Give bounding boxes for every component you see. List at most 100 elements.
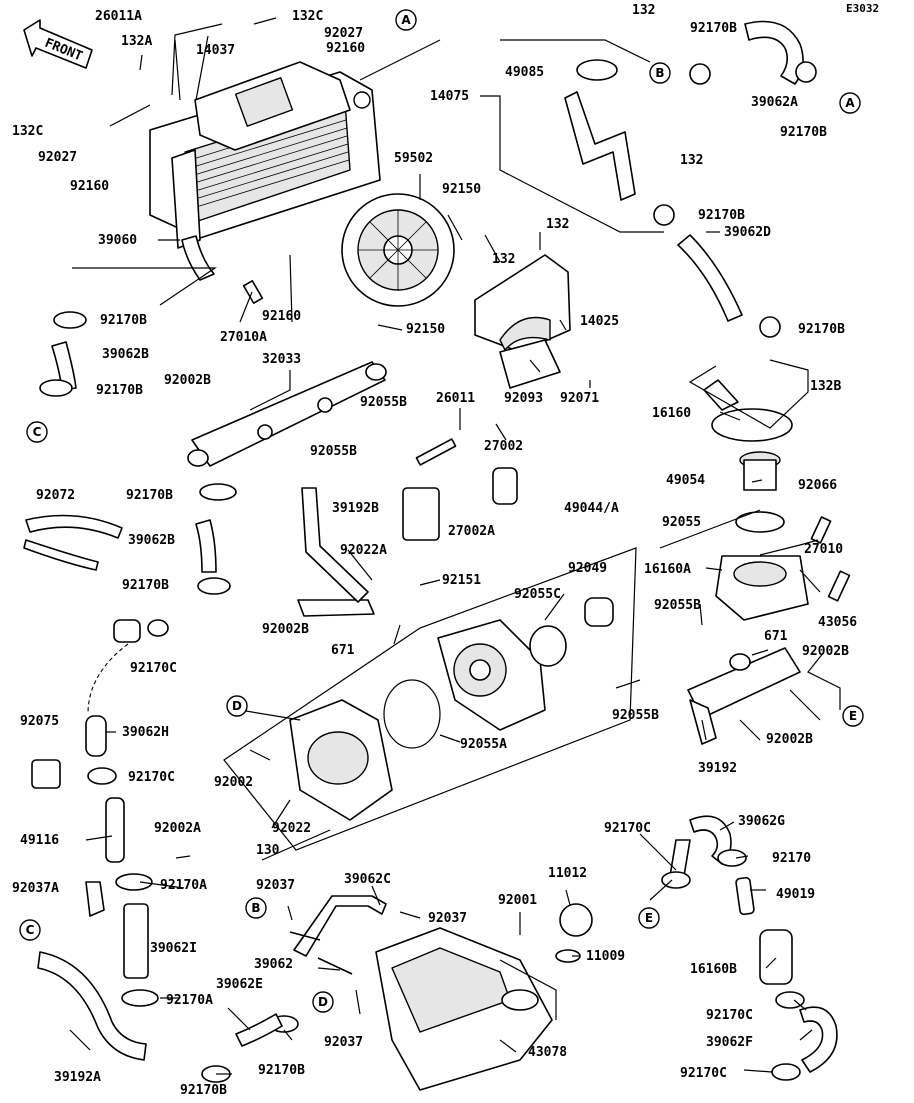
bypass-pipe-illustration (187, 361, 387, 467)
part-label: 132A (121, 34, 152, 49)
svg-text:A: A (401, 13, 411, 27)
upper-hose-illustration (564, 20, 817, 338)
part-label: 92170B (180, 1083, 227, 1098)
part-label: 132C (12, 124, 43, 139)
part-label: 92170C (680, 1066, 727, 1081)
part-label: 11009 (586, 949, 625, 964)
part-label: 92150 (406, 322, 445, 337)
part-label: 92151 (442, 573, 481, 588)
part-label: 92072 (36, 488, 75, 503)
callout-d-2: D (312, 991, 334, 1013)
part-label: 92170B (258, 1063, 305, 1078)
part-label: 92170B (96, 383, 143, 398)
thermostat-cover-illustration (703, 379, 809, 621)
svg-text:B: B (655, 66, 664, 80)
part-label: 14075 (430, 89, 469, 104)
part-label: 49085 (505, 65, 544, 80)
part-label: 92002B (802, 644, 849, 659)
part-label: 92055 (662, 515, 701, 530)
part-label: 92071 (560, 391, 599, 406)
part-label: 92170B (698, 208, 745, 223)
part-label: 16160B (690, 962, 737, 977)
front-arrow-icon: FRONT (23, 19, 93, 69)
callout-b-2: B (245, 897, 267, 919)
svg-text:B: B (251, 901, 260, 915)
callout-d-1: D (226, 695, 248, 717)
part-label: 92055B (360, 395, 407, 410)
svg-text:C: C (26, 923, 35, 937)
part-label: 92055B (654, 598, 701, 613)
water-pump-illustration (289, 487, 614, 821)
part-label: 11012 (548, 866, 587, 881)
part-label: 671 (764, 629, 788, 644)
part-label: 92160 (70, 179, 109, 194)
part-label: 132 (680, 153, 703, 168)
part-label: 92037A (12, 881, 59, 896)
part-label: 39062H (122, 725, 169, 740)
part-label: 92049 (568, 561, 607, 576)
part-label: 49019 (776, 887, 815, 902)
part-label: 39192 (698, 761, 737, 776)
part-label: 92037 (256, 878, 295, 893)
part-label: 27002A (448, 524, 495, 539)
part-label: 43056 (818, 615, 857, 630)
part-label: 92160 (326, 41, 365, 56)
part-label: 92170B (690, 21, 737, 36)
part-label: 27010 (804, 542, 843, 557)
part-label: 27002 (484, 439, 523, 454)
part-label: 49054 (666, 473, 705, 488)
part-label: 132 (492, 252, 515, 267)
callout-a-1: A (395, 9, 417, 31)
svg-text:E: E (849, 709, 857, 723)
part-label: 92022 (272, 821, 311, 836)
part-label: 92170B (100, 313, 147, 328)
reservoir-tank-illustration (289, 895, 593, 1091)
part-label: 16160A (644, 562, 691, 577)
part-label: 39062E (216, 977, 263, 992)
svg-text:A: A (845, 96, 855, 110)
part-label: 92093 (504, 391, 543, 406)
part-label: 92075 (20, 714, 59, 729)
part-label: 92055B (612, 708, 659, 723)
svg-text:C: C (33, 425, 42, 439)
part-label: 39062D (724, 225, 771, 240)
part-label: 132 (632, 3, 655, 18)
part-label: 43078 (528, 1045, 567, 1060)
part-label: 39062C (344, 872, 391, 887)
part-label: 27010A (220, 330, 267, 345)
callout-e-2: E (638, 907, 660, 929)
callout-a-2: A (839, 92, 861, 114)
left-hose-clamps-illustration (23, 311, 237, 1061)
part-label: 39062G (738, 814, 785, 829)
part-label: 32033 (262, 352, 301, 367)
part-label: 92001 (498, 893, 537, 908)
part-label: 49044/A (564, 501, 619, 516)
part-label: 39062F (706, 1035, 753, 1050)
part-label: 92170 (772, 851, 811, 866)
part-label: 92027 (38, 150, 77, 165)
part-label: 39192A (54, 1070, 101, 1085)
part-label: 92066 (798, 478, 837, 493)
part-label: 92170C (706, 1008, 753, 1023)
right-lower-hoses-illustration (201, 815, 838, 1083)
part-label: 92150 (442, 182, 481, 197)
part-label: 39062I (150, 941, 197, 956)
part-label: 92022A (340, 543, 387, 558)
part-label: 92170C (128, 770, 175, 785)
part-label: 132B (810, 379, 841, 394)
callout-c-1: C (26, 421, 48, 443)
part-label: 92170C (130, 661, 177, 676)
part-label: 92055B (310, 444, 357, 459)
callout-e-1: E (842, 705, 864, 727)
part-number-labels: 26011A 132C 92027 92160 132A 14037 132C … (12, 3, 857, 1098)
svg-text:E: E (645, 911, 653, 925)
figure-code: E3032 (846, 2, 879, 15)
part-label: 92002B (164, 373, 211, 388)
part-label: 92002A (154, 821, 201, 836)
part-label: 92037 (428, 911, 467, 926)
svg-text:D: D (232, 699, 242, 713)
part-label: 16160 (652, 406, 691, 421)
part-label: 92170C (604, 821, 651, 836)
water-pipe-illustration (687, 647, 801, 745)
part-label: 132C (292, 9, 323, 24)
